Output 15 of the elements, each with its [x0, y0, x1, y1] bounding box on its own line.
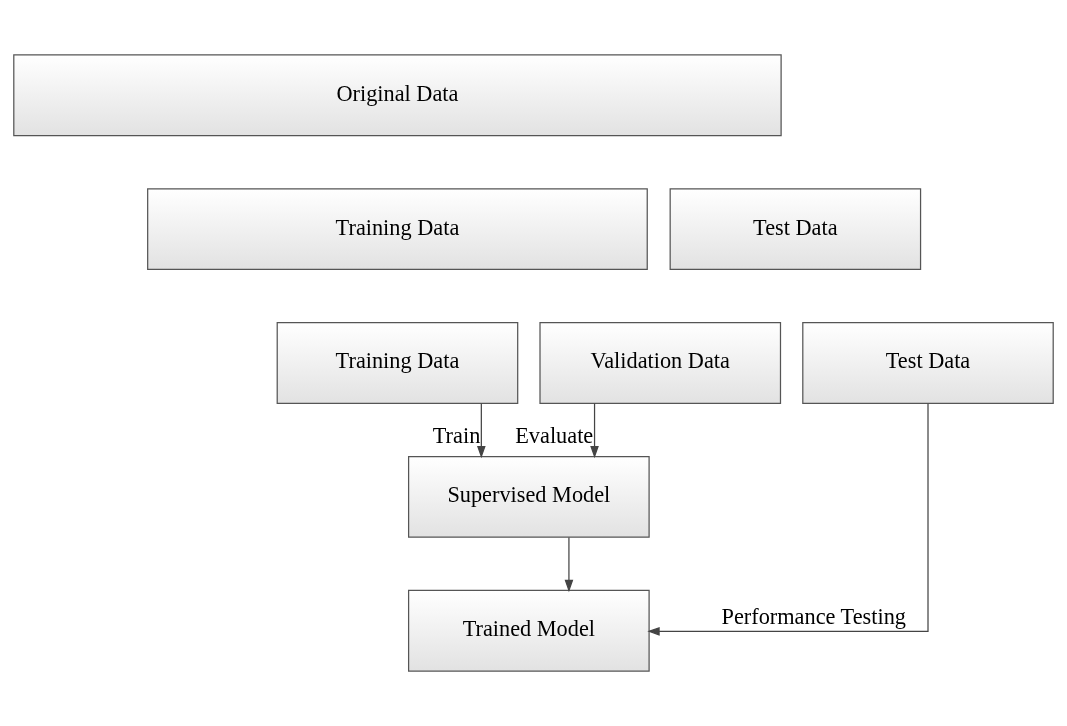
edge-label: Train — [432, 422, 481, 448]
node-box: Original Data — [13, 54, 782, 137]
edge-label: Evaluate — [515, 422, 594, 448]
arrow — [590, 402, 599, 459]
node-box: Validation Data — [539, 322, 782, 404]
node-box: Training Data — [147, 188, 648, 271]
node-box: Trained Model — [408, 589, 650, 672]
arrow — [647, 403, 929, 636]
edge-label: Performance Testing — [721, 604, 906, 630]
node-box: Training Data — [276, 322, 519, 404]
node-box: Supervised Model — [408, 455, 650, 538]
node-box: Test Data — [802, 322, 1054, 404]
arrow — [477, 402, 486, 459]
arrow — [564, 536, 574, 593]
node-box: Test Data — [669, 188, 922, 271]
